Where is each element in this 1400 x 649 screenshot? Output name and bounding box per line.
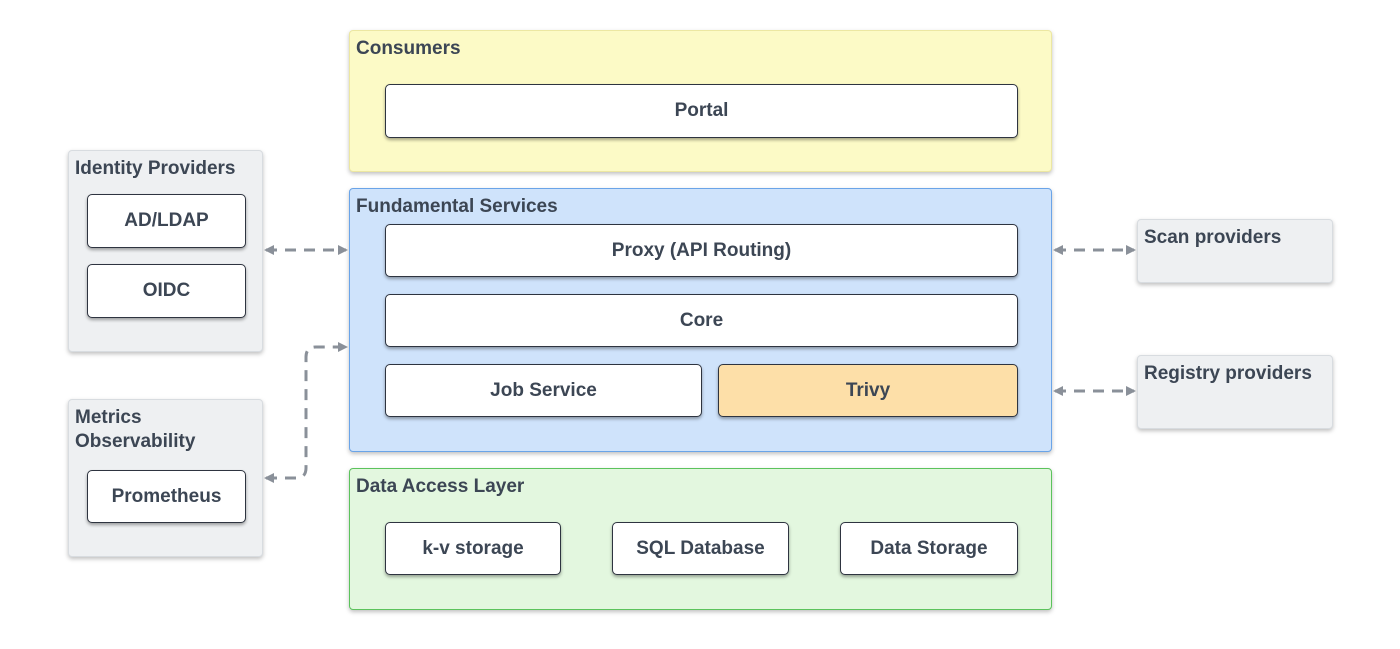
sql-database-box[interactable]: SQL Database bbox=[612, 522, 789, 575]
prometheus-box[interactable]: Prometheus bbox=[87, 470, 246, 523]
scan-providers-title: Scan providers bbox=[1144, 227, 1282, 248]
metrics-arrow bbox=[264, 342, 348, 483]
job-service-box[interactable]: Job Service bbox=[385, 364, 702, 417]
trivy-box[interactable]: Trivy bbox=[718, 364, 1018, 417]
scan-providers-group: Scan providers bbox=[1137, 219, 1333, 283]
ad-ldap-box[interactable]: AD/LDAP bbox=[87, 194, 246, 248]
metrics-observability-group: Metrics Observability Prometheus bbox=[68, 399, 263, 557]
identity-providers-group: Identity Providers AD/LDAP OIDC bbox=[68, 150, 263, 352]
core-box[interactable]: Core bbox=[385, 294, 1018, 347]
fundamental-services-group: Fundamental Services Proxy (API Routing)… bbox=[349, 188, 1052, 452]
data-storage-box[interactable]: Data Storage bbox=[840, 522, 1018, 575]
oidc-box[interactable]: OIDC bbox=[87, 264, 246, 318]
kv-storage-box[interactable]: k-v storage bbox=[385, 522, 561, 575]
consumers-group: Consumers Portal bbox=[349, 30, 1052, 172]
data-access-layer-title: Data Access Layer bbox=[356, 476, 525, 497]
proxy-box[interactable]: Proxy (API Routing) bbox=[385, 224, 1018, 277]
registry-providers-group: Registry providers bbox=[1137, 355, 1333, 429]
registry-providers-title: Registry providers bbox=[1144, 363, 1312, 384]
metrics-observability-title: Metrics Observability bbox=[75, 407, 196, 452]
identity-providers-title: Identity Providers bbox=[75, 158, 236, 179]
portal-box[interactable]: Portal bbox=[385, 84, 1018, 138]
consumers-title: Consumers bbox=[356, 38, 461, 59]
data-access-layer-group: Data Access Layer k-v storage SQL Databa… bbox=[349, 468, 1052, 610]
fundamental-services-title: Fundamental Services bbox=[356, 196, 558, 217]
